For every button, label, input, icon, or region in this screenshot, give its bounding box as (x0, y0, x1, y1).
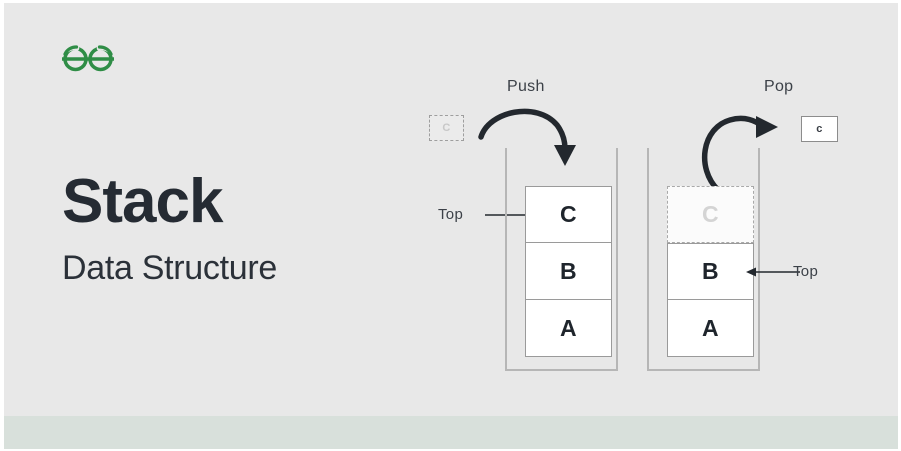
pop-stack-cell-bottom: A (667, 300, 754, 357)
geeksforgeeks-logo (57, 41, 119, 77)
push-incoming-element-chip: C (429, 115, 464, 141)
pop-stack-cell-label: A (701, 314, 720, 341)
pop-curved-arrow-icon (702, 115, 778, 193)
push-operation-label: Push (507, 78, 545, 95)
page-title: Stack (62, 167, 223, 236)
pop-operation-label: Pop (764, 78, 794, 95)
push-top-pointer-label: Top (438, 206, 464, 223)
pop-stack-cell-label: B (701, 258, 720, 284)
pop-stack-cell-top: B (667, 243, 754, 300)
pop-outgoing-element-label: c (816, 123, 823, 135)
push-stack-cell-middle: B (525, 243, 612, 300)
push-stack-container (505, 148, 618, 371)
push-stack-cell-bottom: A (525, 300, 612, 357)
pop-stack-cell-label: C (701, 201, 720, 227)
pop-top-pointer-arrow-icon (746, 267, 800, 277)
pop-outgoing-element-chip: c (801, 116, 838, 142)
push-stack-cell-label: A (559, 314, 578, 341)
push-incoming-element-label: C (442, 122, 451, 134)
pop-stack-cell-removed: C (667, 186, 754, 243)
push-curved-arrow-icon (478, 108, 576, 166)
pop-top-pointer-label: Top (793, 263, 819, 280)
push-stack-cell-top: C (525, 186, 612, 243)
page-subtitle: Data Structure (62, 249, 278, 287)
footer-band (4, 416, 898, 449)
pop-stack-container (647, 148, 760, 371)
push-stack-cell-label: C (559, 201, 578, 227)
push-stack-cell-label: B (559, 257, 578, 284)
